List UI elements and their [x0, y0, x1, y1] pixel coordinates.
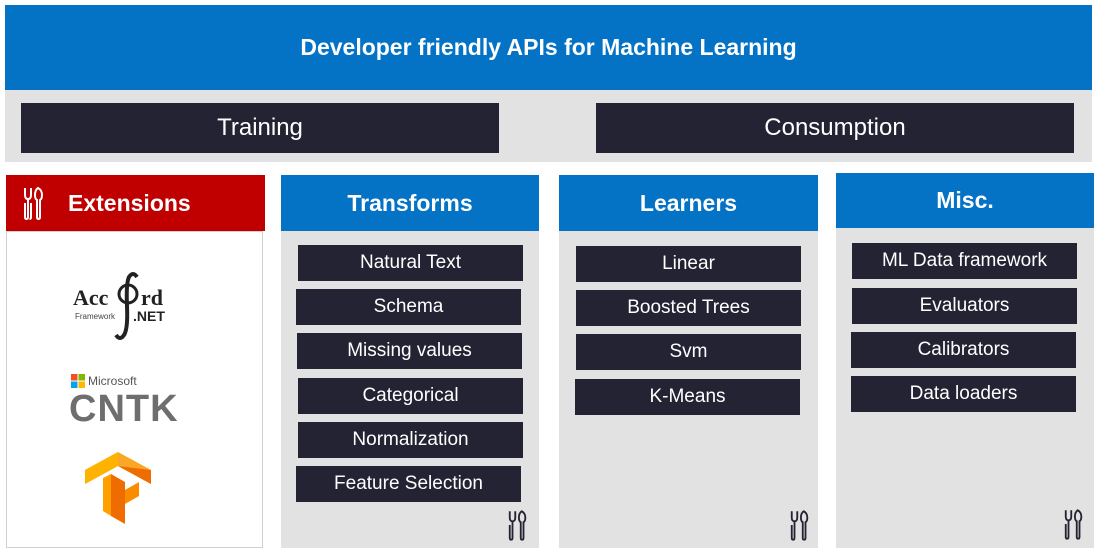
training-consumption-band: Training Consumption: [5, 90, 1092, 162]
transform-item-feature-selection: Feature Selection: [296, 466, 521, 502]
misc-header: Misc.: [836, 173, 1094, 228]
consumption-box: Consumption: [596, 103, 1074, 153]
integral-icon: [114, 272, 139, 340]
tools-icon: [508, 510, 527, 541]
learner-item-svm: Svm: [576, 334, 801, 370]
transforms-header: Transforms: [281, 175, 539, 231]
transform-item-natural-text: Natural Text: [298, 245, 523, 281]
misc-item-evaluators: Evaluators: [852, 288, 1077, 324]
title-banner: Developer friendly APIs for Machine Lear…: [5, 5, 1092, 90]
extensions-title: Extensions: [68, 189, 191, 216]
misc-item-calibrators: Calibrators: [851, 332, 1076, 368]
learner-item-boosted-trees: Boosted Trees: [576, 290, 801, 326]
learner-item-k-means: K-Means: [575, 379, 800, 415]
tensorflow-logo-icon: [85, 452, 151, 524]
cntk-logo: Microsoft CNTK: [69, 374, 179, 430]
accord-net-logo: Acc rd Framework .NET: [73, 272, 183, 347]
training-box: Training: [21, 103, 499, 153]
tools-icon: [1064, 509, 1083, 540]
learner-item-linear: Linear: [576, 246, 801, 282]
tools-icon: [24, 186, 44, 220]
extensions-panel: Acc rd Framework .NET Microsoft CNTK: [6, 231, 263, 548]
misc-item-data-loaders: Data loaders: [851, 376, 1076, 412]
transform-item-categorical: Categorical: [298, 378, 523, 414]
transform-item-normalization: Normalization: [298, 422, 523, 458]
microsoft-icon: [71, 374, 85, 388]
transform-item-schema: Schema: [296, 289, 521, 325]
tools-icon: [790, 510, 809, 541]
extensions-header: Extensions: [6, 175, 265, 231]
banner-title: Developer friendly APIs for Machine Lear…: [300, 34, 797, 60]
misc-item-ml-data-framework: ML Data framework: [852, 243, 1077, 279]
learners-header: Learners: [559, 175, 818, 231]
transform-item-missing-values: Missing values: [297, 333, 522, 369]
